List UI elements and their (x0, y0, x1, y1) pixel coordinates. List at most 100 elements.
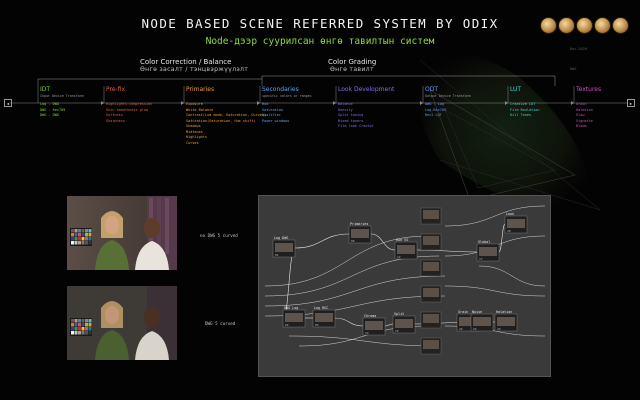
color-checker-patch (88, 233, 92, 237)
graph-node-thumb (397, 245, 415, 254)
graph-node-thumb (285, 313, 303, 322)
graph-node-number: 14 (365, 331, 369, 335)
graph-node-number: 22 (473, 327, 477, 331)
stage-look-development: Look Development (338, 86, 395, 93)
color-checker-patch (81, 241, 85, 245)
graph-node: Chroma 14 (362, 314, 386, 336)
node-link (264, 275, 446, 307)
graph-node-thumb (423, 288, 439, 297)
color-checker-patch (85, 319, 88, 323)
graph-node-thumb (423, 262, 439, 271)
gamut-triangle (429, 89, 576, 201)
graph-node-label: Primaries (350, 222, 368, 226)
stage-subtitle: Input Device Transform (40, 94, 84, 98)
graph-node-number: 24 (459, 327, 463, 331)
color-checker-patch (71, 233, 74, 237)
color-checker-patch (74, 327, 78, 331)
node-link (416, 249, 478, 253)
color-checker-patch (81, 233, 85, 237)
pipeline-arrow (101, 101, 104, 105)
graph-node-stack (420, 259, 442, 277)
caption-before: no DWG 5 curved (200, 233, 238, 238)
graph-node-thumb (423, 210, 439, 219)
badge-logo (558, 17, 575, 34)
node-link (478, 265, 546, 287)
graph-node-label: Look (506, 212, 514, 216)
stage-item: Saturation (262, 107, 284, 112)
node-link (444, 205, 546, 227)
stage-item: Density (338, 107, 353, 112)
stage-item: Film look Creator (338, 124, 374, 128)
graph-node-label: Log DWG (274, 236, 288, 240)
stage-item: Log - DWG (40, 102, 59, 106)
stage-item: Creative LUT (510, 102, 536, 106)
cone-outline (419, 59, 601, 211)
color-checker-patch (81, 229, 85, 233)
stage-item: Log-Rec709 (425, 107, 447, 112)
graph-node-number: 17 (479, 257, 483, 261)
graph-node-label: Chroma (364, 314, 376, 318)
graph-node-label: DWG Log (284, 306, 298, 310)
color-checker-patch (74, 331, 78, 335)
color-checker-patch (85, 237, 88, 241)
stage-item: Kill Tones (510, 113, 532, 117)
odix-badges (540, 17, 630, 34)
color-checker-patch (88, 323, 92, 327)
graph-node-thumb (473, 317, 491, 326)
stage-item: Highlights compression (106, 102, 153, 106)
node-link (288, 335, 440, 347)
stage-lut: LUT (510, 86, 522, 93)
stage-item: Glow (576, 113, 585, 117)
faint-label: DWG (570, 67, 576, 71)
color-checker-patch (71, 319, 74, 323)
color-checker-patch (78, 237, 81, 241)
stage-item: Film Emulation (510, 107, 540, 112)
node-link (334, 317, 364, 327)
faint-label: Rec.2020 (570, 47, 587, 51)
stage-item: White Balance (186, 107, 214, 112)
graph-node-stack (420, 285, 442, 303)
graph-node-thumb (507, 219, 525, 228)
stage-pre-fix: Pre-fix (106, 86, 126, 93)
color-checker-patch (81, 319, 85, 323)
color-checker-patch (85, 331, 88, 335)
color-checker-patch (78, 229, 81, 233)
stage-item: Halation (576, 107, 593, 112)
graph-node-thumb (275, 243, 293, 252)
graph-node-stack (420, 337, 442, 355)
color-checker-patch (78, 323, 81, 327)
color-checker-patch (85, 327, 88, 331)
graph-node-label: Hue VS (396, 238, 408, 242)
group-sub-correction: Өнгө засалт / тэнцвэржүүлэлт (140, 66, 249, 73)
graph-node-thumb (315, 313, 333, 322)
stage-item: Rec2 LUT (425, 113, 442, 117)
cone-outline (439, 159, 601, 211)
stage-item: Curves (186, 140, 199, 145)
correction-bracket (37, 78, 263, 86)
color-checker-patch (71, 331, 74, 335)
graph-node-number: 03 (315, 323, 319, 327)
stage-item: DWG - Log (425, 102, 444, 106)
node-link (384, 323, 394, 327)
stage-item: Balance (338, 102, 353, 106)
graph-node-label: Grain (458, 310, 468, 314)
graph-node-label: Halation (496, 310, 512, 314)
color-checker-patch (88, 229, 92, 233)
gamut-triangle-inner (444, 109, 556, 189)
graph-node-thumb (351, 229, 369, 238)
stage-item: Shadows (186, 124, 201, 128)
color-checker-patch (85, 323, 88, 327)
stage-item: DWG - Rec709 (40, 107, 66, 112)
